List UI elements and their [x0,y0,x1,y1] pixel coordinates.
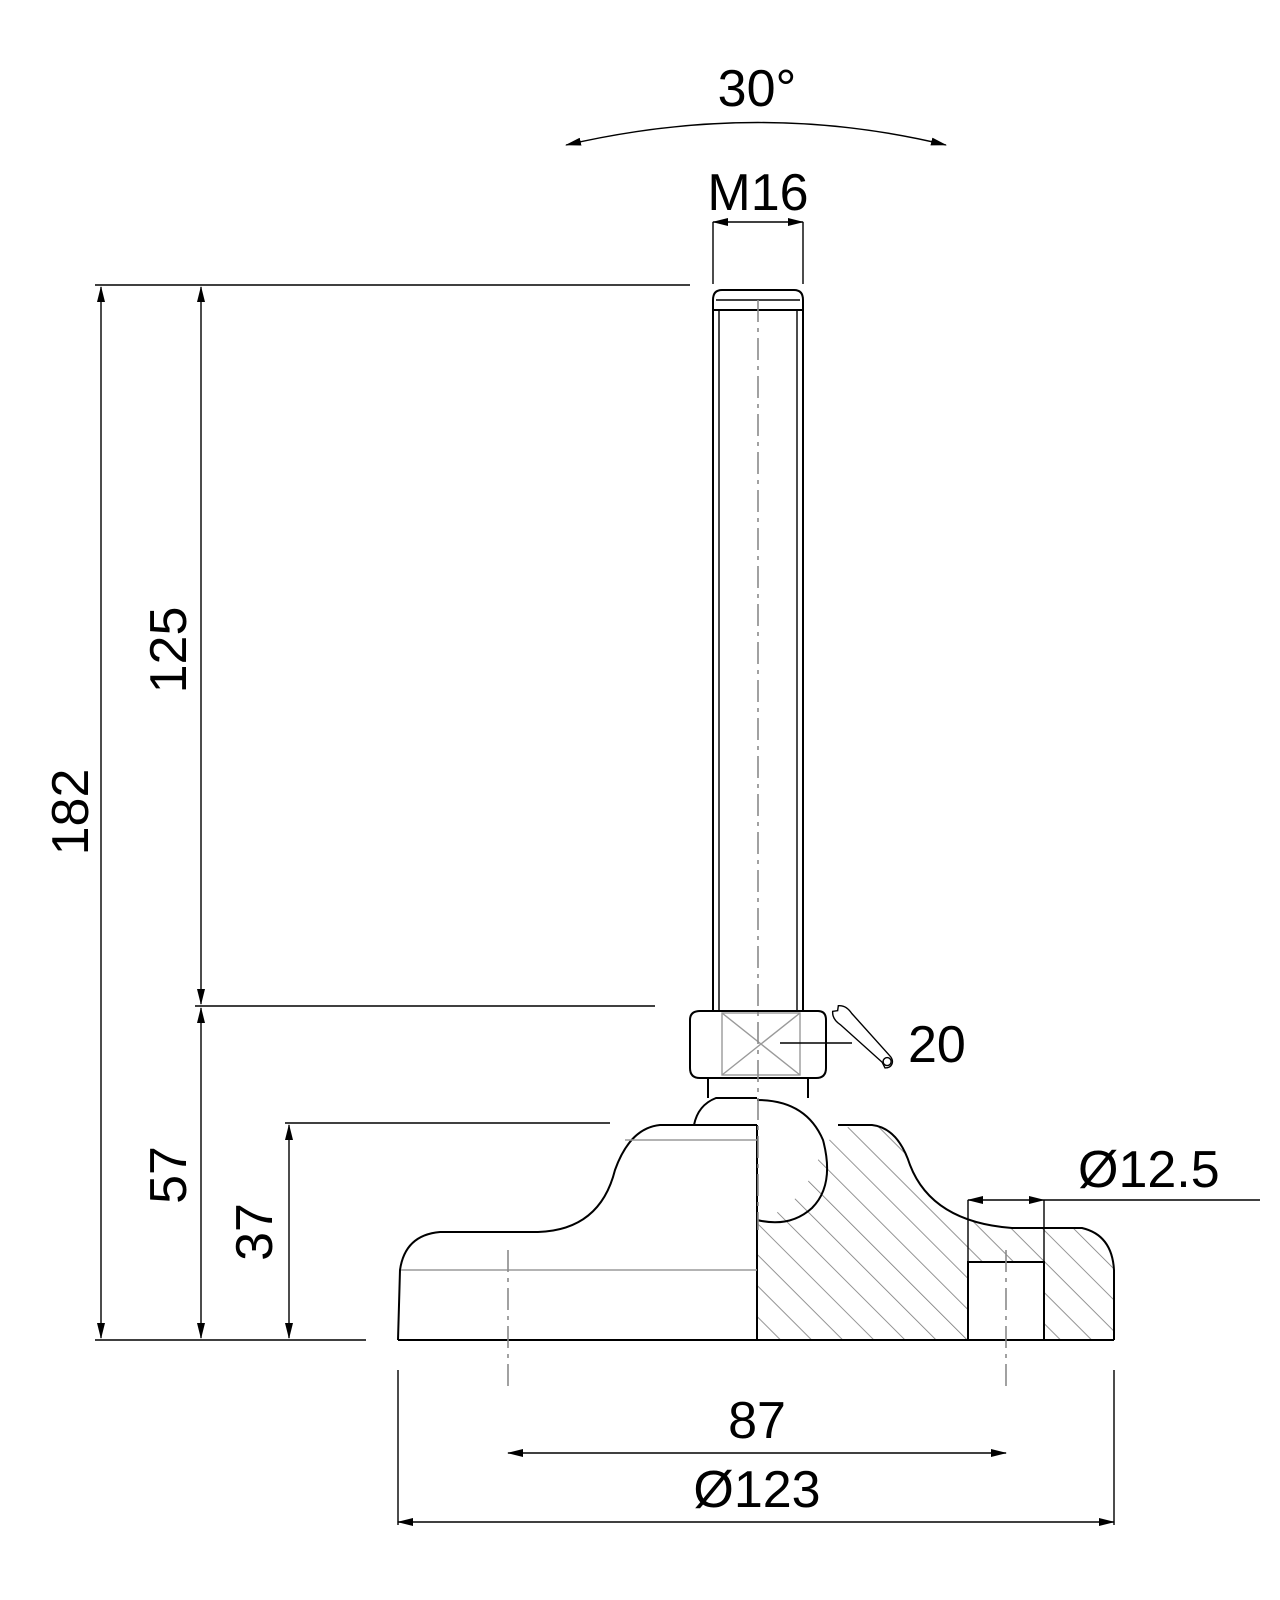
ball-joint [756,1099,829,1224]
hex-nut [689,1010,827,1079]
base-outline-right [838,1124,1115,1340]
nut-flat [721,1012,801,1076]
base-diameter-label: Ø123 [693,1461,820,1519]
hole-diameter-label: Ø12.5 [1078,1141,1220,1199]
angle-label: 30° [718,60,797,118]
stud-length-label: 125 [140,607,198,694]
hole-spacing-label: 87 [728,1392,786,1450]
leveling-foot [397,289,1115,1390]
base-section-hatch [757,1125,1114,1340]
ball-joint-neck [693,1097,757,1126]
base-to-nut-label: 57 [140,1146,198,1204]
wrench-size-label: 20 [908,1016,966,1074]
dimension-lines [95,121,1260,1526]
thread-label: M16 [707,164,808,222]
base-height-label: 37 [226,1203,284,1261]
angle-arc [565,121,947,146]
stud-chamfer-top [712,289,804,310]
base-outline [397,1124,757,1341]
wrench-icon [831,1004,894,1069]
nut-cross-2 [721,1012,801,1076]
total-height-label: 182 [42,769,100,856]
